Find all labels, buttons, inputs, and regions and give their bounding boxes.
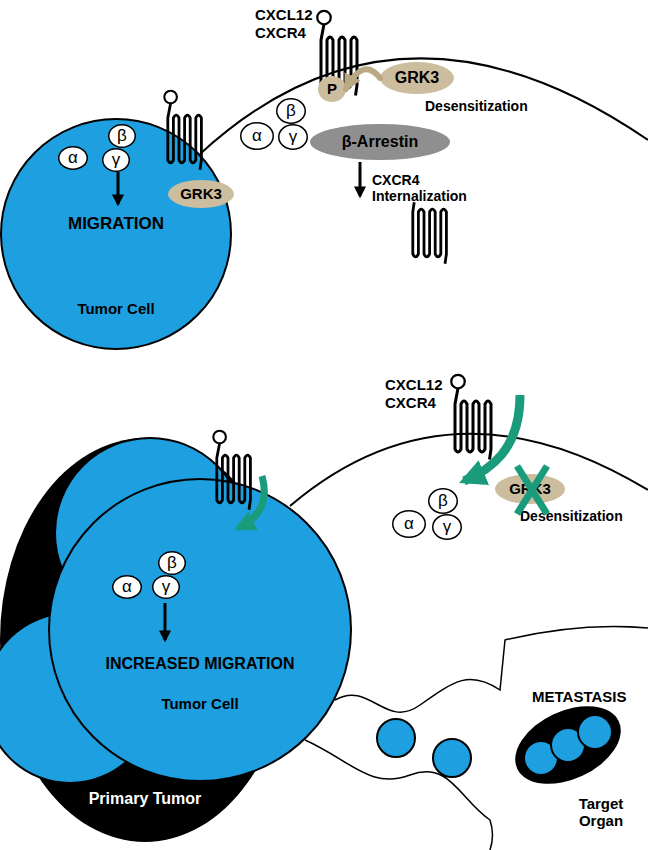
- node-shape: [279, 125, 308, 150]
- tumor-cell: MIGRATION Tumor Cell αβγGRK3: [0, 118, 232, 350]
- cell-membrane: [290, 434, 648, 506]
- node-shape: [59, 147, 88, 170]
- node-text: β-Arrestin: [310, 124, 450, 160]
- node-text: GRK3: [168, 180, 234, 208]
- node-text: Target Organ: [565, 795, 637, 830]
- sustained-signal-arrow: [238, 476, 264, 528]
- node-shape: [168, 180, 234, 208]
- node-text: INCREASED MIGRATION: [48, 655, 352, 673]
- node-shape: [310, 124, 450, 160]
- node-shape: [1, 119, 231, 349]
- annotation-label: CXCL12: [385, 376, 443, 393]
- g-alpha-subunit: α: [112, 575, 142, 599]
- node-text: MIGRATION: [0, 214, 232, 234]
- annotation-label: CXCL12: [255, 6, 313, 23]
- node-shape: [241, 123, 274, 150]
- annotation-label: CXCR4 Internalization: [372, 172, 490, 204]
- tumor-cell: INCREASED MIGRATION Tumor Cell αβγ: [48, 478, 352, 782]
- subunit-symbol: β: [276, 98, 306, 124]
- sustained-signal-arrow: [464, 395, 520, 481]
- subunit-symbol: γ: [152, 575, 180, 599]
- node-text: Tumor Cell: [0, 300, 232, 317]
- node-text: P: [318, 76, 346, 102]
- node-shape: [49, 479, 351, 781]
- internalized-receptor: [413, 202, 447, 264]
- cxcr4-receptor: [451, 375, 491, 460]
- vessel-wall: [335, 627, 648, 713]
- grk3-kinase: GRK3: [168, 180, 234, 208]
- signal-arrow: [117, 172, 120, 204]
- subunit-symbol: γ: [278, 124, 308, 150]
- phospho-site: P: [318, 76, 346, 102]
- node-shape: [103, 149, 130, 172]
- node-shape: [318, 76, 346, 102]
- phosphorylation-arrow: [346, 69, 380, 89]
- grk3-kinase: GRK3: [495, 474, 565, 504]
- node-text: Tumor Cell: [48, 695, 352, 712]
- subunit-symbol: α: [58, 146, 88, 170]
- subunit-symbol: β: [108, 124, 136, 148]
- g-gamma-subunit: γ: [278, 124, 308, 150]
- annotation-label: METASTASIS: [532, 688, 626, 705]
- migrating-cell: [377, 719, 415, 757]
- signal-arrow: [164, 603, 167, 640]
- g-beta-subunit: β: [158, 551, 186, 575]
- metastatic-cell: [578, 715, 612, 749]
- target-organ: Target Organ: [500, 640, 648, 850]
- arrestin: β-Arrestin: [310, 124, 450, 160]
- annotation-label: CXCR4: [385, 394, 436, 411]
- g-alpha-subunit: α: [392, 510, 426, 538]
- node-shape: [393, 511, 426, 538]
- cxcr4-receptor: [164, 91, 201, 170]
- subunit-symbol: β: [158, 551, 186, 575]
- subunit-symbol: β: [428, 488, 458, 514]
- g-beta-subunit: β: [108, 124, 136, 148]
- annotation-label: Desensitization: [520, 508, 623, 524]
- node-text: Primary Tumor: [0, 790, 290, 808]
- migrating-cell: [433, 739, 471, 777]
- g-alpha-subunit: α: [58, 146, 88, 170]
- subunit-symbol: α: [112, 575, 142, 599]
- node-shape: [153, 576, 180, 599]
- node-shape: [113, 576, 142, 599]
- subunit-symbol: α: [392, 510, 426, 538]
- primary-tumor: Primary TumorINCREASED MIGRATIONTumor Ce…: [0, 438, 290, 842]
- grk3-kinase: GRK3: [380, 62, 454, 94]
- metastasis-mass: [503, 691, 633, 800]
- loss-mark: [517, 466, 547, 514]
- subunit-symbol: γ: [432, 514, 462, 540]
- g-beta-subunit: β: [276, 98, 306, 124]
- loss-mark: [517, 466, 547, 514]
- cxcr4-receptor: [213, 431, 250, 510]
- g-alpha-subunit: α: [240, 122, 274, 150]
- annotation-label: CXCR4: [255, 24, 306, 41]
- subunit-symbol: γ: [102, 148, 130, 172]
- internalization-arrow: [359, 162, 362, 196]
- node-shape: [495, 474, 565, 504]
- node-shape: [277, 99, 306, 124]
- node-text: GRK3: [380, 62, 454, 94]
- node-text: GRK3: [495, 474, 565, 504]
- node-shape: [429, 489, 458, 514]
- g-gamma-subunit: γ: [152, 575, 180, 599]
- node-shape: [109, 125, 136, 148]
- g-gamma-subunit: γ: [102, 148, 130, 172]
- node-shape: [159, 552, 186, 575]
- g-gamma-subunit: γ: [432, 514, 462, 540]
- node-shape: [380, 62, 454, 94]
- annotation-label: Desensitization: [425, 98, 528, 114]
- node-shape: [433, 515, 462, 540]
- g-beta-subunit: β: [428, 488, 458, 514]
- node-outline: [48, 478, 352, 782]
- subunit-symbol: α: [240, 122, 274, 150]
